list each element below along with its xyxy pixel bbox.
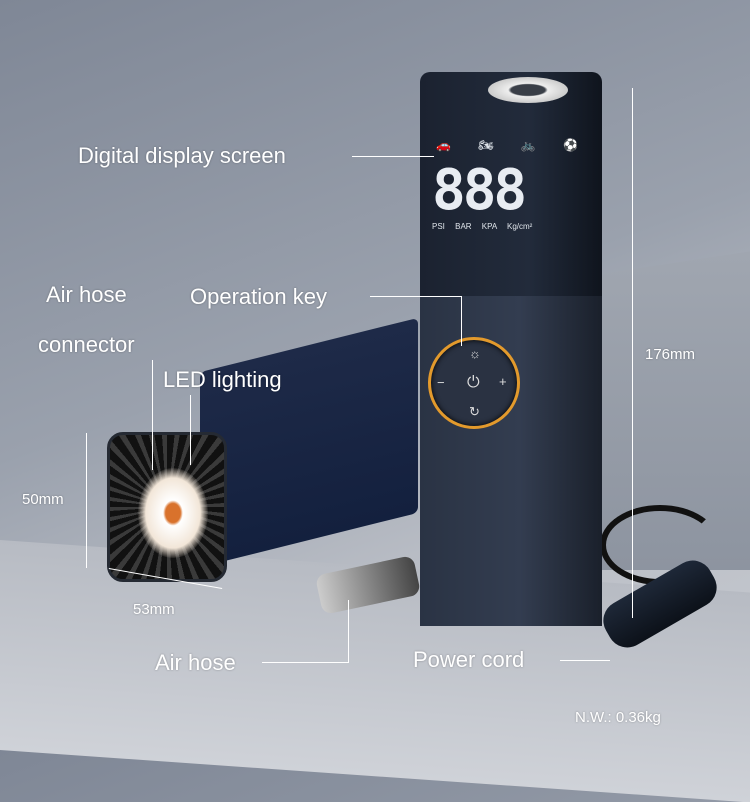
- leader-line: [461, 296, 462, 346]
- leader-line: [262, 662, 349, 663]
- label-digital-display: Digital display screen: [78, 143, 286, 168]
- leader-line: [352, 156, 434, 157]
- dimension-line: [632, 88, 633, 618]
- label-operation-key: Operation key: [190, 284, 327, 309]
- display-section: [420, 72, 602, 296]
- leader-line: [152, 360, 153, 470]
- label-depth: 50mm: [22, 491, 64, 508]
- leader-line: [348, 600, 349, 662]
- light-icon[interactable]: ☼: [469, 346, 481, 361]
- label-net-weight: N.W.: 0.36kg: [575, 709, 661, 726]
- unit-labels: PSI BAR KPA Kg/cm²: [432, 222, 533, 231]
- leader-line: [370, 296, 462, 297]
- label-led-lighting: LED lighting: [163, 367, 282, 392]
- leader-line: [190, 395, 191, 465]
- digital-readout: 888: [432, 158, 527, 223]
- power-icon[interactable]: ⏻: [467, 374, 480, 391]
- label-height: 176mm: [645, 346, 696, 363]
- label-air-hose-connector-2: connector: [38, 332, 135, 357]
- label-air-hose: Air hose: [155, 650, 236, 675]
- top-vent: [488, 77, 568, 103]
- plus-button[interactable]: +: [499, 374, 507, 389]
- label-width: 53mm: [133, 601, 175, 618]
- operation-key-ring[interactable]: ☼ − ⏻ + ↻: [428, 337, 520, 429]
- label-power-cord: Power cord: [413, 647, 525, 672]
- led-light: [138, 468, 208, 558]
- leader-line: [560, 660, 610, 661]
- dimension-line: [86, 433, 87, 568]
- mode-icons: 🚗 🏍 🚲 ⚽: [436, 138, 591, 152]
- lying-pump-body: [200, 317, 418, 568]
- label-air-hose-connector: Air hose: [46, 282, 127, 307]
- cycle-icon[interactable]: ↻: [469, 404, 480, 419]
- minus-button[interactable]: −: [437, 375, 445, 390]
